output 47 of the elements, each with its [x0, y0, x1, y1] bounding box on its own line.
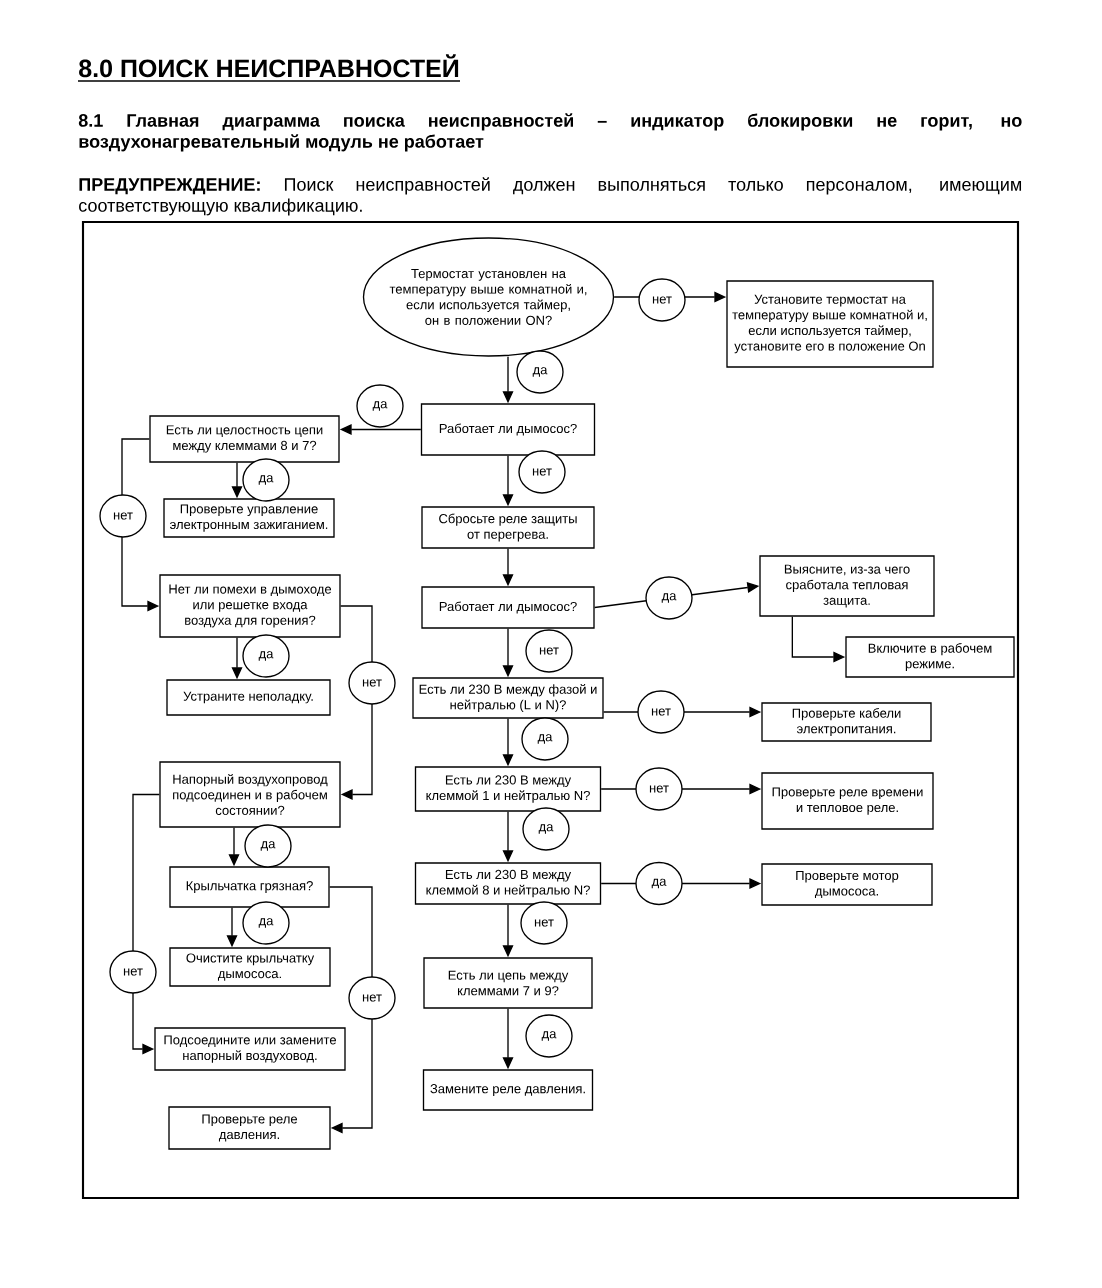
- action-box: Сбросьте реле защиты от перегрева.: [421, 506, 595, 549]
- edge-label: да: [645, 576, 693, 620]
- action-box: Проверьте мотор дымососа.: [761, 863, 933, 906]
- edge-label: нет: [518, 450, 566, 494]
- edge-label: нет: [525, 629, 573, 673]
- edge-label: да: [522, 807, 570, 851]
- edge-label: да: [356, 384, 404, 428]
- question-box: Нет ли помехи в дымоходе или решетке входа воздуха для горения?: [159, 574, 341, 638]
- edge-label: нет: [635, 767, 683, 811]
- question-box: Напорный воздухопровод подсоединен и в рабочем состоянии?: [159, 761, 341, 828]
- edge-label: нет: [109, 950, 157, 994]
- edge-label: нет: [348, 661, 396, 705]
- section-heading: 8.0 ПОИСК НЕИСПРАВНОСТЕЙ: [77, 54, 461, 82]
- edge-label: да: [242, 901, 290, 945]
- action-box: Установите термостат на температуру выше комнатной и, если используется таймер, установите его в положение On: [726, 280, 934, 368]
- edge-label: да: [242, 634, 290, 678]
- edge-label: да: [244, 824, 292, 868]
- question-box: Работает ли дымосос?: [420, 403, 596, 456]
- question-box: Крыльчатка грязная?: [169, 866, 330, 908]
- edge-label: нет: [99, 494, 147, 538]
- action-box: Очистите крыльчатку дымососа.: [169, 947, 331, 987]
- edge-label: да: [521, 717, 569, 761]
- edge-label: нет: [520, 901, 568, 945]
- subsection-heading: 8.1 Главная диаграмма поиска неисправностей – индикатор блокировки не горит, но воздухонагревательный модуль не работает: [78, 113, 1022, 152]
- question-box: Есть ли 230 В между клеммой 8 и нейтралью N?: [414, 862, 602, 905]
- edge-label: да: [516, 350, 564, 394]
- action-box: Устраните неполадку.: [166, 679, 331, 716]
- question-box: Работает ли дымосос?: [421, 586, 595, 629]
- edge-label: нет: [638, 278, 686, 322]
- edge-label: да: [242, 458, 290, 502]
- warning-note: ПРЕДУПРЕЖДЕНИЕ: Поиск неисправностей должен выполняться только персоналом, имеющим соответствующую квалификацию.: [79, 177, 1022, 216]
- question-box: Есть ли 230 В между фазой и нейтралью (L и N)?: [412, 677, 604, 719]
- action-box: Подсоедините или замените напорный воздуховод.: [154, 1027, 346, 1071]
- action-box: Проверьте управление электронным зажиганием.: [163, 498, 335, 538]
- action-box: Включите в рабочем режиме.: [845, 636, 1015, 678]
- edge-label: нет: [637, 690, 685, 734]
- action-box: Проверьте реле времени и тепловое реле.: [761, 772, 934, 830]
- action-box: Проверьте кабели электропитания.: [761, 702, 932, 742]
- question-box: Есть ли цепь между клеммами 7 и 9?: [423, 957, 593, 1009]
- edge-label: нет: [348, 976, 396, 1020]
- action-box: Замените реле давления.: [422, 1069, 594, 1111]
- action-box: Проверьте реле давления.: [168, 1106, 331, 1150]
- question-box: Есть ли 230 В между клеммой 1 и нейтралью N?: [414, 766, 602, 812]
- edge-label: да: [635, 861, 683, 906]
- edge-label: да: [525, 1014, 573, 1058]
- action-box: Выясните, из-за чего сработала тепловая защита.: [759, 555, 935, 617]
- question-box: Есть ли целостность цепи между клеммами 8 и 7?: [149, 415, 340, 463]
